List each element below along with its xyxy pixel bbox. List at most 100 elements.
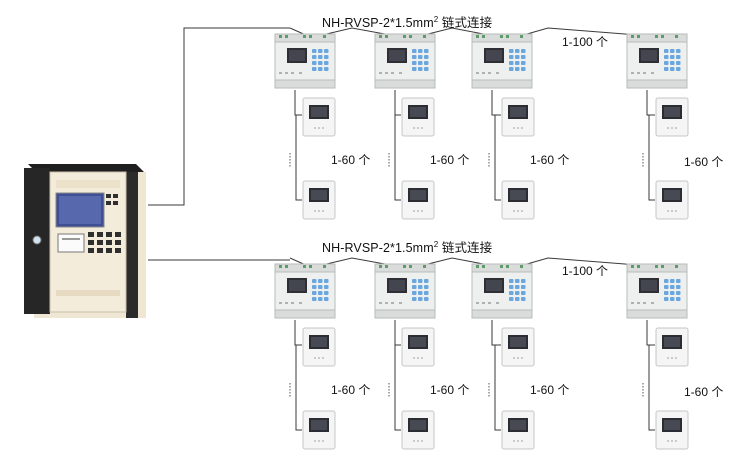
wire: [294, 320, 302, 346]
wire: [148, 27, 290, 206]
wire: [317, 27, 397, 37]
wire: [294, 90, 302, 116]
detector-count-label: 1-60 个: [530, 153, 570, 167]
continuation-dot: [488, 153, 490, 155]
continuation-dot: [488, 395, 490, 397]
wire: [295, 345, 302, 431]
continuation-dot: [488, 162, 490, 164]
continuation-dot: [488, 159, 490, 161]
cabinet-printer: [57, 233, 85, 253]
continuation-dot: [289, 162, 291, 164]
controller-cabinet: [24, 164, 146, 318]
continuation-dot: [642, 153, 644, 155]
module-count-label-top: 1-100 个: [562, 35, 609, 49]
wire: [491, 90, 501, 116]
detector: [655, 410, 689, 450]
detector: [401, 97, 435, 137]
continuation-dot: [642, 383, 644, 385]
detector: [501, 410, 535, 450]
continuation-dot: [642, 392, 644, 394]
continuation-dot: [488, 383, 490, 385]
wire: [394, 345, 401, 431]
continuation-dot: [289, 395, 291, 397]
module-count-label-bottom: 1-100 个: [562, 264, 609, 278]
continuation-dot: [488, 389, 490, 391]
wire: [295, 115, 302, 201]
detector: [501, 97, 535, 137]
continuation-dot: [388, 162, 390, 164]
detector: [302, 180, 336, 220]
monitoring-module: [373, 262, 437, 320]
wire: [519, 257, 651, 267]
wire: [648, 345, 655, 431]
continuation-dot: [289, 392, 291, 394]
detector-count-label: 1-60 个: [331, 383, 371, 397]
continuation-dot: [289, 156, 291, 158]
cabinet-key-lock: [32, 235, 42, 245]
continuation-dot: [289, 165, 291, 167]
monitoring-module: [470, 262, 534, 320]
wire: [646, 90, 655, 116]
continuation-dot: [642, 159, 644, 161]
monitoring-module: [625, 262, 689, 320]
detector-count-label: 1-60 个: [684, 155, 724, 169]
continuation-dot: [289, 153, 291, 155]
continuation-dot: [488, 386, 490, 388]
detector: [655, 97, 689, 137]
wire: [494, 115, 501, 201]
wire: [494, 345, 501, 431]
detector: [401, 327, 435, 367]
detector: [302, 327, 336, 367]
continuation-dot: [289, 383, 291, 385]
continuation-dot: [388, 383, 390, 385]
continuation-dot: [388, 392, 390, 394]
detector: [302, 97, 336, 137]
continuation-dot: [488, 156, 490, 158]
continuation-dot: [388, 156, 390, 158]
continuation-dot: [488, 392, 490, 394]
detector: [655, 180, 689, 220]
continuation-dot: [642, 389, 644, 391]
monitoring-module: [373, 32, 437, 90]
continuation-dot: [289, 159, 291, 161]
continuation-dot: [289, 389, 291, 391]
monitoring-module: [625, 32, 689, 90]
monitoring-module: [273, 32, 337, 90]
wire: [648, 115, 655, 201]
detector: [401, 410, 435, 450]
continuation-dot: [289, 386, 291, 388]
bus-label-bottom: NH-RVSP-2*1.5mm2 链式连接: [322, 240, 493, 256]
wire: [394, 115, 401, 201]
detector-count-label: 1-60 个: [684, 385, 724, 399]
wire: [646, 320, 655, 346]
continuation-dot: [388, 165, 390, 167]
detector: [401, 180, 435, 220]
detector-count-label: 1-60 个: [430, 383, 470, 397]
continuation-dot: [388, 395, 390, 397]
bus-label-top: NH-RVSP-2*1.5mm2 链式连接: [322, 15, 493, 31]
cabinet-keypad: [88, 194, 121, 253]
detector: [501, 180, 535, 220]
detector: [655, 327, 689, 367]
monitoring-module: [273, 262, 337, 320]
detector-count-label: 1-60 个: [430, 153, 470, 167]
monitoring-module: [470, 32, 534, 90]
continuation-dot: [642, 386, 644, 388]
detector: [501, 327, 535, 367]
detector: [302, 410, 336, 450]
continuation-dot: [388, 159, 390, 161]
wire: [419, 27, 495, 37]
detector-count-label: 1-60 个: [331, 153, 371, 167]
continuation-dot: [388, 389, 390, 391]
wire: [519, 27, 651, 37]
continuation-dot: [642, 156, 644, 158]
wire: [419, 257, 495, 267]
wire: [491, 320, 501, 346]
continuation-dot: [642, 395, 644, 397]
continuation-dot: [388, 386, 390, 388]
continuation-dot: [388, 153, 390, 155]
continuation-dot: [642, 165, 644, 167]
wire: [317, 257, 397, 267]
